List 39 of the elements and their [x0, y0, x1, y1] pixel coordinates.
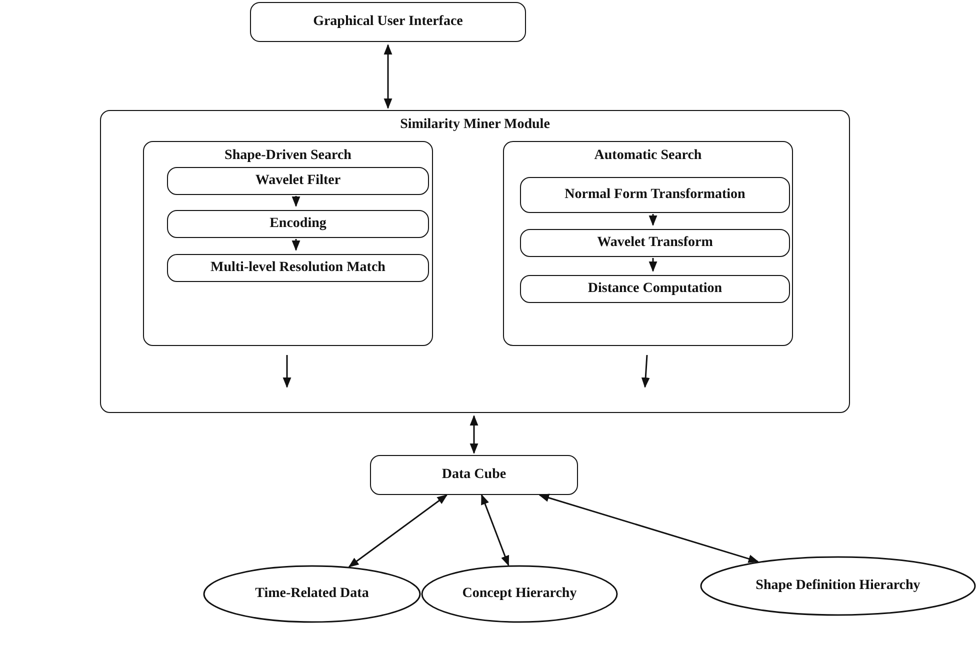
node-label: Distance Computation [586, 281, 724, 297]
module-panel [143, 141, 433, 346]
arrow [648, 258, 658, 272]
data-ellipse [700, 556, 976, 616]
arrow [648, 214, 658, 226]
node-label: Wavelet Filter [254, 173, 342, 189]
process-box [167, 210, 429, 238]
panel-heading: Similarity Miner Module [399, 117, 551, 133]
arrow [470, 414, 478, 454]
arrow [282, 355, 292, 388]
process-box [250, 2, 526, 42]
node-label: Encoding [268, 216, 328, 232]
process-box [520, 229, 790, 257]
node-label: Shape Definition Hierarchy [754, 578, 922, 594]
node-label: Normal Form Transformation [564, 187, 746, 203]
arrow [292, 239, 300, 252]
arrow [641, 354, 650, 388]
panel-heading: Shape-Driven Search [224, 148, 352, 164]
node-label: Concept Hierarchy [461, 586, 578, 602]
arrow [348, 494, 448, 568]
arrow [480, 494, 510, 566]
node-label: Data Cube [440, 467, 508, 483]
arrow [292, 196, 300, 208]
process-box [520, 275, 790, 303]
data-ellipse [203, 565, 421, 623]
process-box [370, 455, 578, 495]
module-panel [503, 141, 793, 346]
data-ellipse [421, 565, 618, 623]
arrow [538, 494, 759, 563]
node-label: Time-Related Data [254, 586, 370, 602]
node-label: Wavelet Transform [596, 235, 714, 251]
process-box [167, 254, 429, 282]
process-box [520, 177, 790, 213]
panel-heading: Automatic Search [593, 148, 703, 164]
node-label: Multi-level Resolution Match [210, 260, 386, 276]
module-panel [100, 110, 850, 413]
node-label: Graphical User Interface [312, 14, 464, 30]
arrow [384, 44, 392, 110]
process-box [167, 167, 429, 195]
